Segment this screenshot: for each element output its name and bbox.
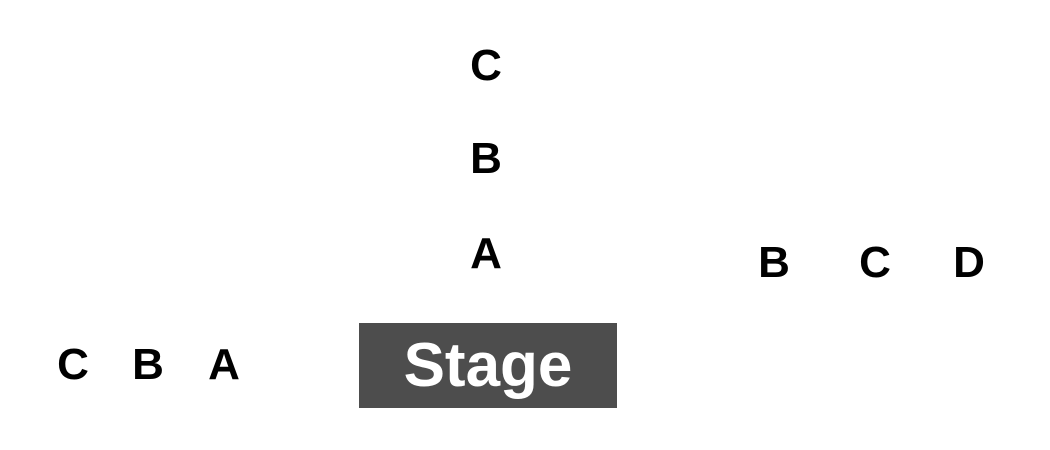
center-row-label: C [470,41,502,90]
right-row-label: C [859,238,891,287]
stage-block: Stage [359,323,617,408]
right-row-label: B [758,238,790,287]
stage-label: Stage [403,330,573,400]
left-row-label: B [132,340,164,389]
left-row-label: C [57,340,89,389]
center-row-label: A [470,229,502,278]
center-row-label: B [470,134,502,183]
left-row-label: A [208,340,240,389]
right-row-label: D [953,238,985,287]
